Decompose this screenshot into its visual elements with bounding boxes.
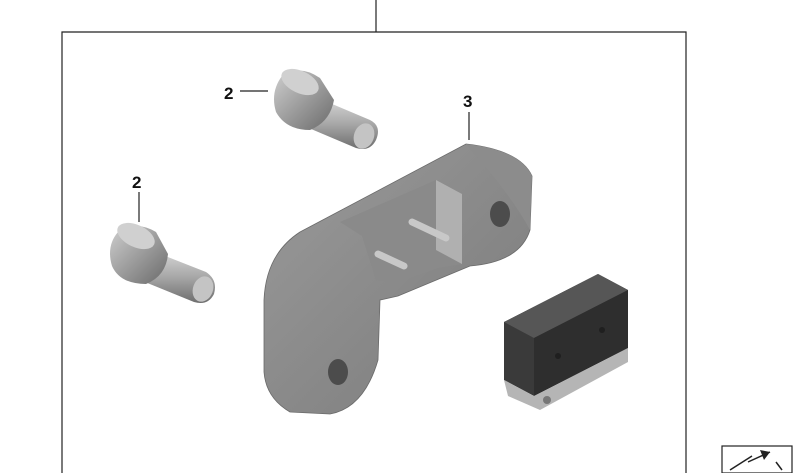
bolt-icon <box>240 68 378 149</box>
microswitch-icon <box>504 274 628 410</box>
navigation-icon[interactable] <box>721 445 793 473</box>
bolt-icon <box>110 192 215 303</box>
assembly-frame <box>61 0 687 473</box>
callout-label-bracket: 3 <box>463 92 473 111</box>
callout-label-upper-bolt: 2 <box>224 84 234 103</box>
callout-label-lower-bolt: 2 <box>132 173 142 192</box>
bracket-icon <box>263 112 533 415</box>
